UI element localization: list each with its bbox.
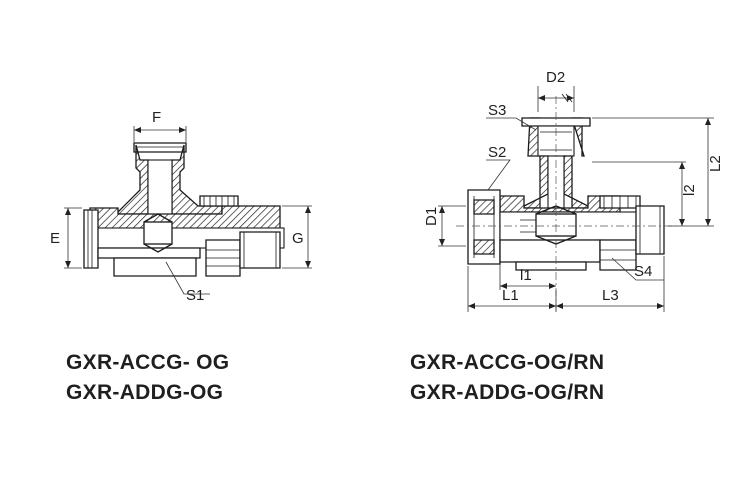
left-caption-line-1: GXR-ACCG- OG: [66, 351, 230, 374]
left-fitting-drawing: F E G S1: [50, 109, 312, 304]
left-caption-line-2: GXR-ADDG-OG: [66, 381, 224, 404]
right-caption-line-2: GXR-ADDG-OG/RN: [410, 381, 605, 404]
label-S4: S4: [634, 263, 652, 280]
label-l2: l2: [681, 184, 698, 196]
right-caption-line-1: GXR-ACCG-OG/RN: [410, 351, 605, 374]
label-S1: S1: [186, 287, 204, 304]
label-D1: D1: [423, 207, 440, 226]
label-L3: L3: [602, 287, 619, 304]
label-F: F: [152, 109, 161, 126]
label-L1: L1: [502, 287, 519, 304]
label-D2: D2: [546, 69, 565, 86]
right-fitting-drawing: D2 S3 S2 D1 L2 l2 l1 L1 L3 S4: [423, 69, 724, 312]
label-E: E: [50, 230, 60, 247]
label-S2: S2: [488, 144, 506, 161]
label-l1: l1: [520, 267, 532, 284]
label-S3: S3: [488, 102, 506, 119]
label-G: G: [292, 230, 304, 247]
label-L2: L2: [707, 155, 724, 172]
